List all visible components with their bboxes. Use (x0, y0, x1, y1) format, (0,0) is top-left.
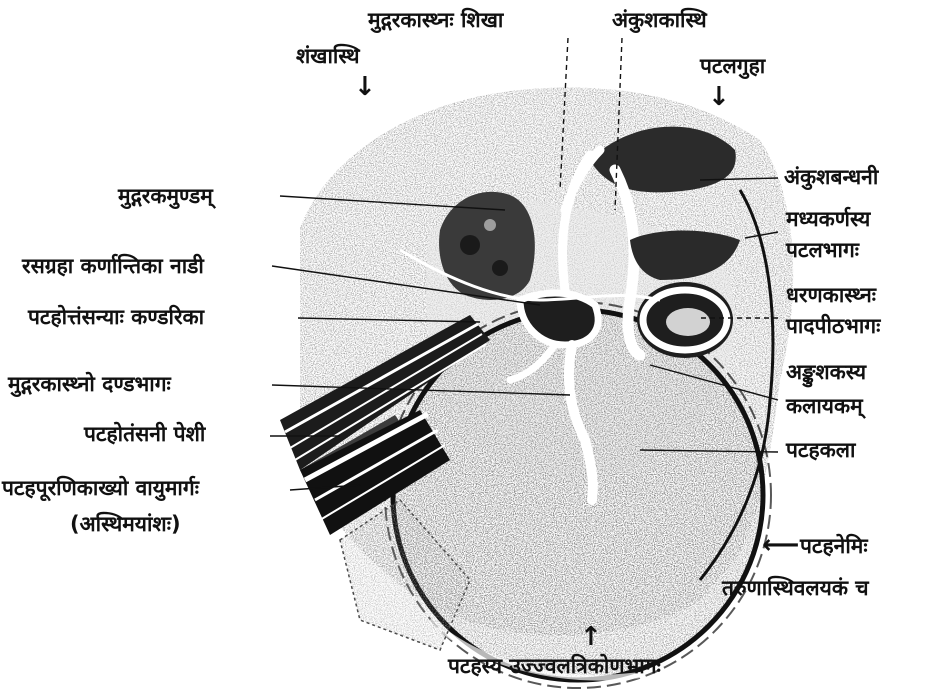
label-incus-ligament: अंकुशबन्धनी (784, 167, 878, 188)
label-malleus-head: मुद्गरकमुण्डम् (118, 186, 213, 207)
label-stapes-line2: पादपीठभागः (786, 316, 880, 337)
label-malleus-crest: मुद्गरकास्थ्नः शिखा (368, 10, 503, 31)
label-epitympanic-recess: पटलगुहा (700, 56, 765, 77)
label-incus-process-line2: कलायकम् (786, 396, 863, 417)
up-arrow-icon: ↑ (580, 624, 602, 650)
label-light-cone: पटहस्य उज्ज्वलत्रिकोणभागः (448, 656, 661, 677)
label-middle-ear-attic-line1: मध्यकर्णस्य (786, 209, 870, 230)
down-arrow-icon: ↓ (354, 74, 376, 100)
label-eustachian-tube: पटहपूरणिकाख्यो वायुमार्गः (2, 478, 199, 499)
malleus-head-shape (439, 192, 535, 300)
label-malleus-handle: मुद्गरकास्थ्नो दण्डभागः (8, 374, 171, 395)
label-temporal-bone: शंखास्थि (296, 46, 360, 67)
label-middle-ear-attic-line2: पटलभागः (786, 240, 859, 261)
label-tympanic-membrane: पटहकला (786, 440, 855, 461)
label-incus-process-line1: अङ्कुशकस्य (786, 362, 866, 383)
down-arrow-icon: ↓ (708, 84, 730, 110)
label-tensor-tendon: पटहोत्तंसन्याः कण्डरिका (28, 307, 204, 328)
label-bony-part: (अस्थिमयांशः) (70, 514, 181, 535)
label-chorda-tympani: रसग्रहा कर्णान्तिका नाडी (22, 256, 204, 277)
label-tensor-muscle: पटहोतंसनी पेशी (84, 424, 205, 445)
label-incus: अंकुशकास्थि (612, 10, 707, 31)
label-tympanic-annulus-line1: पटहनेमिः (800, 536, 868, 557)
label-tympanic-annulus-line2: तरुणास्थिवलयकं च (722, 578, 869, 599)
label-stapes-line1: धरणकास्थ्नः (786, 285, 876, 306)
left-arrow-icon: ⟵ (762, 532, 799, 558)
